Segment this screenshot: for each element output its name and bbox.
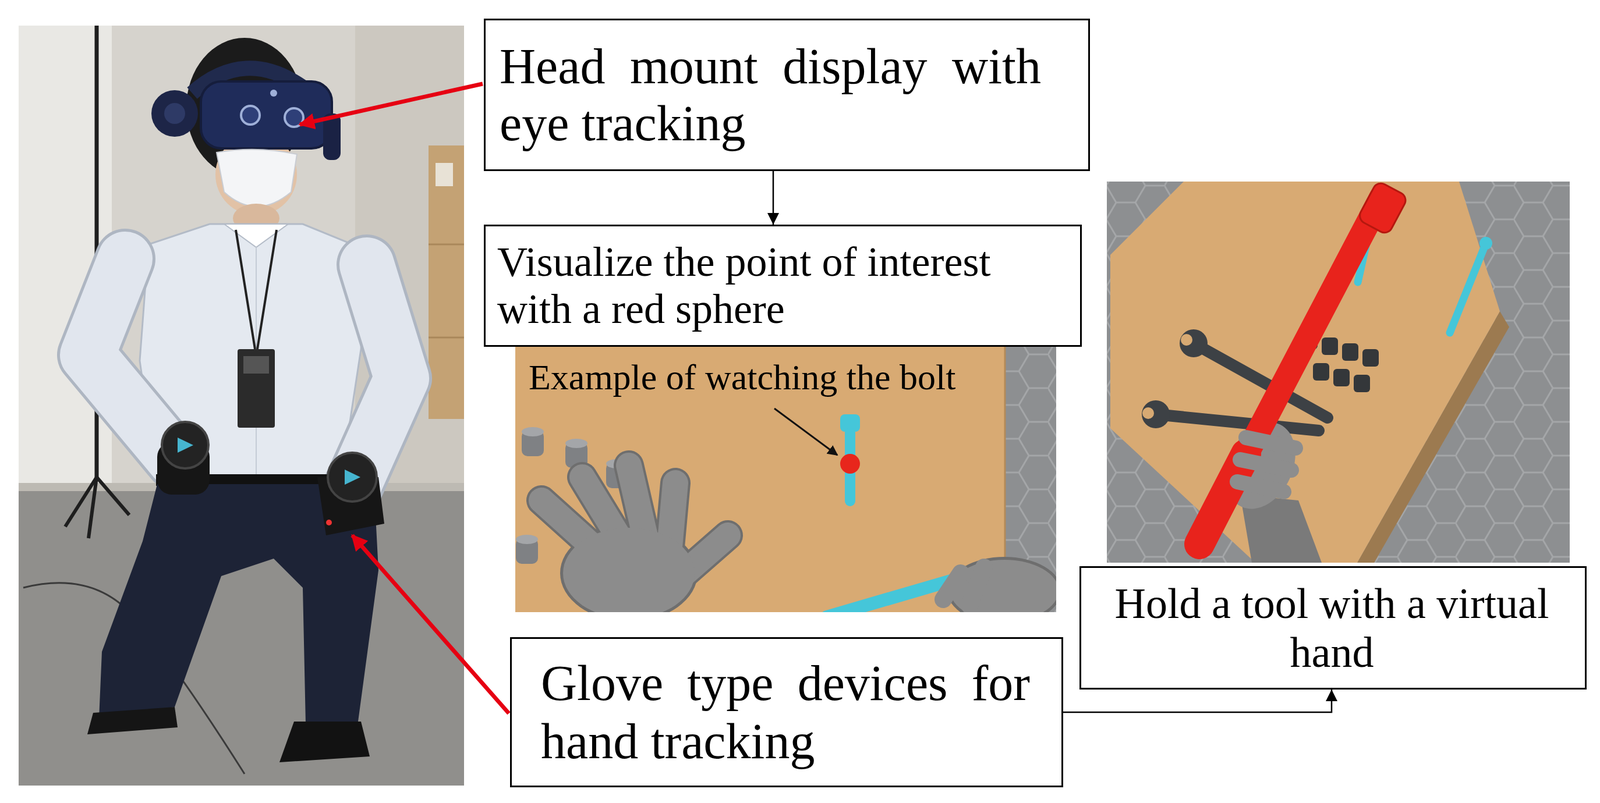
callout-box: Head mount display with eye tracking (483, 18, 1090, 172)
vr-screenshot-tool-part (1357, 181, 1409, 236)
callout-box: Glove type devices for hand tracking (510, 637, 1064, 788)
box-text: Hold a tool with a virtual hand (1093, 579, 1571, 678)
photo-scene-part (279, 721, 370, 763)
box-text: Glove type devices for hand tracking (540, 654, 1030, 771)
photo-scene-part (177, 437, 194, 453)
photo-scene-part (87, 259, 175, 460)
photo-scene-part (18, 25, 465, 787)
photo-scene-part (428, 145, 465, 420)
vr-screenshot-gaze (515, 347, 1057, 613)
vr-screenshot-tool-part (1449, 243, 1486, 334)
photo-scene-part (224, 224, 289, 248)
photo-scene-part (151, 90, 198, 137)
callout-box: Visualize the point of interest with a r… (483, 224, 1082, 348)
photo-scene-part (235, 229, 277, 350)
photo-scene-part (96, 477, 130, 516)
vr-screenshot-gaze-part (563, 528, 695, 613)
vr-screenshot-gaze-part (943, 567, 984, 606)
annotation-label: Example of watching the bolt (528, 356, 956, 399)
vr-screenshot-gaze-part (521, 427, 544, 437)
flow-arrow (772, 171, 775, 225)
box-text: Visualize the point of interest with a r… (497, 238, 1045, 334)
vr-screenshot-tool-part (1333, 369, 1350, 387)
vr-screenshot-gaze-part (515, 535, 538, 545)
vr-screenshot-tool-part (1180, 334, 1193, 346)
photo-scene-part (139, 224, 367, 484)
vr-screenshot-tool-part (1110, 181, 1500, 564)
box-text: Head mount display with eye tracking (499, 37, 1042, 152)
vr-screenshot-tool-part (1312, 363, 1330, 381)
pointer-arrow (352, 535, 509, 714)
vr-screenshot-tool-part (1353, 374, 1371, 393)
photo-scene-part (87, 259, 175, 460)
photo-scene (18, 25, 465, 787)
vr-screenshot-tool-part (1199, 197, 1382, 545)
photo-scene-part (344, 469, 361, 486)
leader-arrow (774, 408, 838, 456)
photo-scene-part (88, 477, 97, 539)
photo-scene-part (435, 163, 453, 187)
vr-screenshot-tool-part (1321, 337, 1338, 356)
photo-scene-part (87, 707, 178, 735)
vr-screenshot-tool-part (1362, 349, 1379, 367)
photo-scene-part (216, 149, 297, 207)
vr-screenshot-tool (1106, 181, 1570, 564)
vr-screenshot-tool-part (1106, 181, 1570, 564)
photo-scene-part (243, 356, 269, 374)
callout-box: Hold a tool with a virtual hand (1079, 566, 1587, 690)
vr-screenshot-tool-part (1142, 407, 1155, 420)
vr-screenshot-tool-part (1342, 343, 1359, 361)
vr-screenshot-tool-part (1479, 236, 1493, 250)
vr-screenshot-tool-part (1237, 437, 1296, 492)
photo-scene-part (428, 243, 465, 246)
vr-screenshot-tool-part (1141, 400, 1170, 429)
flow-arrow (1063, 689, 1332, 713)
photo-scene-part (428, 337, 465, 339)
photo-scene-part (164, 103, 186, 125)
photo-scene-part (326, 519, 332, 526)
vr-screenshot-gaze-part (840, 454, 860, 474)
photo-scene-part (327, 452, 377, 502)
photo-scene-part (241, 105, 260, 125)
pointer-arrow (299, 83, 483, 125)
photo-scene-part (237, 349, 275, 428)
photo-scene-part (200, 81, 332, 149)
vr-screenshot-tool-part (1199, 454, 1246, 545)
photo-scene-part (161, 422, 209, 469)
photo-scene-part (270, 89, 278, 97)
vr-screenshot-gaze-part (565, 439, 588, 449)
vr-screenshot-tool-part (1179, 329, 1208, 358)
